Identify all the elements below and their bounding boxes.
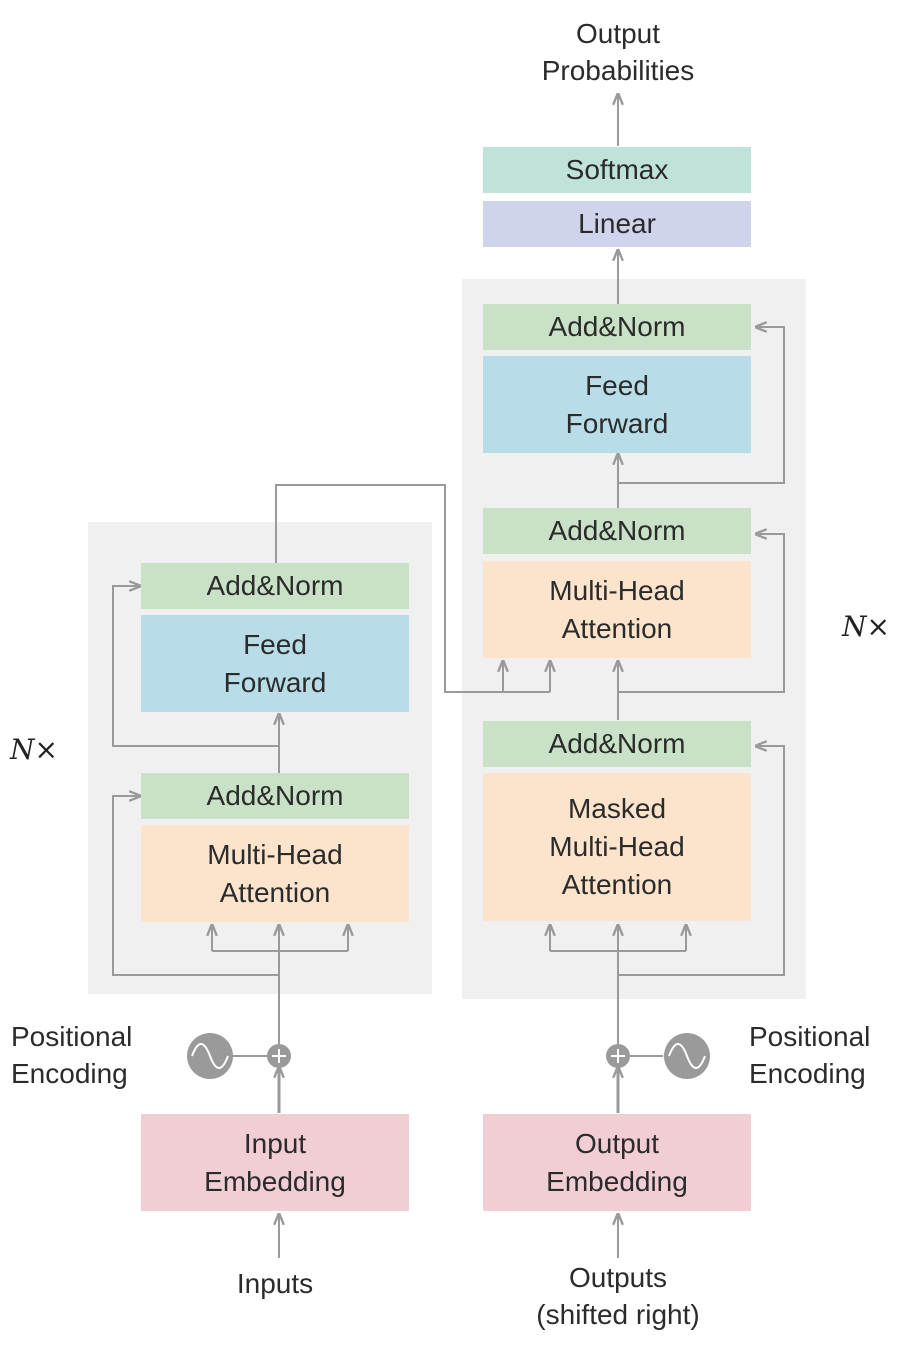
decoder-repeat-label: N× — [842, 610, 890, 643]
positional-encoding-right-label: Positional Encoding — [749, 1021, 871, 1089]
dec-residual-3 — [618, 327, 785, 484]
decoder-add-norm-mid: Add&Norm — [483, 508, 751, 554]
encoder-feed-forward: Feed Forward — [141, 615, 409, 712]
encoder-repeat-label: N× — [10, 733, 58, 766]
dec-sine-wave-icon — [664, 1033, 710, 1079]
dec-residual-2 — [618, 534, 785, 693]
enc-residual-2 — [112, 586, 279, 747]
linear-block: Linear — [483, 201, 751, 247]
softmax-block: Softmax — [483, 147, 751, 193]
decoder-masked-attention: Masked Multi-Head Attention — [483, 773, 751, 921]
inputs-label: Inputs — [236, 1268, 314, 1299]
encoder-add-norm-bottom: Add&Norm — [141, 773, 409, 819]
outputs-label: Outputs (shifted right) — [536, 1262, 700, 1330]
enc-to-decoder — [275, 484, 550, 693]
enc-plus-icon — [267, 1044, 291, 1068]
input-embedding: Input Embedding — [141, 1114, 409, 1211]
enc-residual-1 — [112, 796, 279, 976]
output-probabilities-label: Output Probabilities — [541, 18, 695, 86]
encoder-add-norm-top: Add&Norm — [141, 563, 409, 609]
decoder-add-norm-bottom: Add&Norm — [483, 721, 751, 767]
enc-sine-wave-icon — [187, 1033, 233, 1079]
decoder-cross-attention: Multi-Head Attention — [483, 561, 751, 658]
positional-encoding-left-label: Positional Encoding — [11, 1021, 133, 1089]
encoder-attention: Multi-Head Attention — [141, 825, 409, 922]
output-embedding: Output Embedding — [483, 1114, 751, 1211]
decoder-feed-forward: Feed Forward — [483, 356, 751, 453]
dec-plus-icon — [606, 1044, 630, 1068]
decoder-add-norm-top: Add&Norm — [483, 304, 751, 350]
dec-residual-1 — [618, 746, 785, 976]
